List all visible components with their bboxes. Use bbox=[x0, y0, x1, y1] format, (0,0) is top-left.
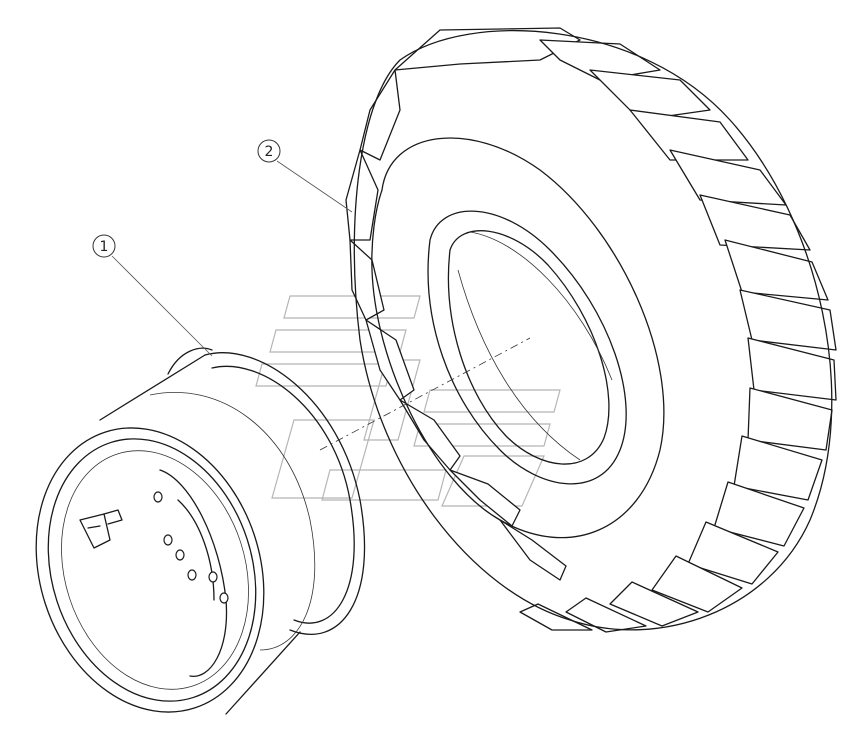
tire-outer-contour bbox=[353, 30, 833, 631]
rim bbox=[35, 347, 366, 715]
tire-tread bbox=[345, 27, 837, 633]
tire-sidewall bbox=[371, 137, 665, 539]
tire bbox=[345, 27, 837, 633]
leader-rim bbox=[111, 255, 213, 357]
leader-tire bbox=[276, 160, 353, 213]
callout-tire-label: 2 bbox=[265, 144, 274, 160]
rim-bolt-holes bbox=[153, 491, 229, 604]
rim-front-lip bbox=[35, 427, 265, 713]
callout-rim: 1 bbox=[92, 234, 116, 258]
callout-tire: 2 bbox=[257, 139, 281, 163]
callout-rim-label: 1 bbox=[100, 239, 109, 255]
watermark-logo bbox=[255, 295, 561, 507]
tire-bead-outer bbox=[427, 210, 627, 485]
valve-stem bbox=[79, 509, 123, 549]
rim-back-flange bbox=[204, 352, 366, 635]
assembly-axis bbox=[319, 337, 531, 451]
tire-bead-inner bbox=[447, 230, 610, 465]
